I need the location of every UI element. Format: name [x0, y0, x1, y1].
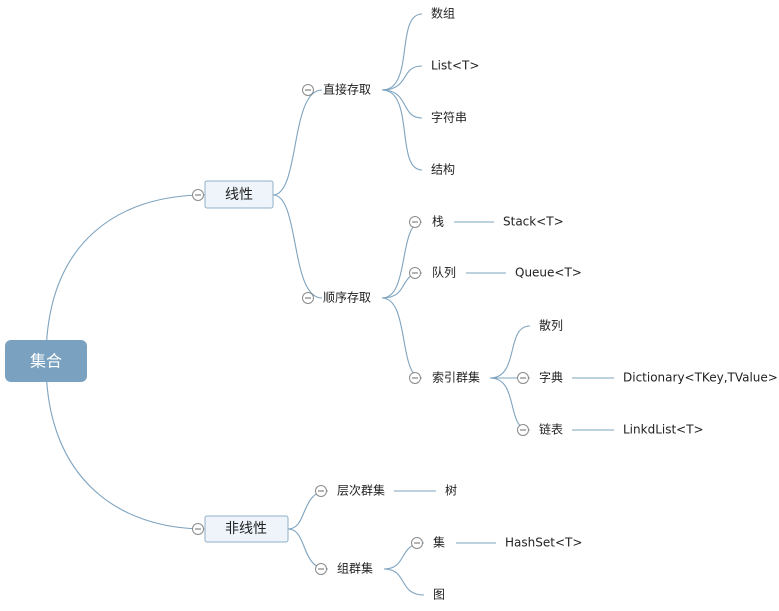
connector-seq-stack: [381, 221, 423, 299]
direct-access-label[interactable]: 直接存取: [323, 82, 371, 97]
collapse-hierarchy-icon[interactable]: [315, 485, 327, 497]
direct-item-1[interactable]: 数组: [431, 6, 455, 21]
group-label[interactable]: 组群集: [337, 561, 373, 576]
connector-direct-item-1: [381, 13, 423, 91]
dictionary-detail[interactable]: Dictionary<TKey,TValue>: [623, 371, 778, 385]
collapse-nonlinear-icon[interactable]: [192, 523, 204, 535]
stack-detail[interactable]: Stack<T>: [503, 215, 564, 229]
linear-label: 线性: [225, 187, 253, 203]
sequential-access-label[interactable]: 顺序存取: [323, 290, 371, 305]
collapse-set-icon[interactable]: [411, 537, 423, 549]
connectors: [45, 13, 614, 596]
root-node[interactable]: 集合: [5, 340, 87, 382]
queue-label[interactable]: 队列: [432, 265, 456, 280]
root-label: 集合: [30, 352, 62, 371]
linear-node[interactable]: 线性: [204, 180, 274, 209]
connector-group-graph: [383, 568, 425, 596]
connector-direct-item-4: [381, 89, 423, 171]
nonlinear-node[interactable]: 非线性: [204, 515, 289, 543]
collapse-direct-icon[interactable]: [302, 84, 314, 96]
connector-root-nonlinear: [45, 361, 206, 530]
collapse-group-icon[interactable]: [315, 563, 327, 575]
connector-nonlinear-group: [287, 528, 329, 570]
direct-item-4[interactable]: 结构: [431, 162, 455, 177]
stack-label[interactable]: 栈: [432, 214, 444, 229]
collapse-linked-icon[interactable]: [517, 424, 529, 436]
dictionary-label[interactable]: 字典: [539, 370, 563, 385]
connector-linear-direct: [272, 89, 323, 196]
connector-linear-sequential: [272, 194, 323, 299]
set-detail[interactable]: HashSet<T>: [505, 536, 582, 550]
connector-indexed-hash: [489, 325, 531, 379]
connector-root-linear: [45, 194, 206, 361]
collapse-queue-icon[interactable]: [409, 267, 421, 279]
collapse-linear-icon[interactable]: [192, 189, 204, 201]
direct-item-3[interactable]: 字符串: [431, 110, 467, 125]
queue-detail[interactable]: Queue<T>: [515, 266, 582, 280]
collapse-dict-icon[interactable]: [517, 372, 529, 384]
set-label[interactable]: 集: [433, 535, 445, 550]
connector-seq-indexed: [381, 297, 423, 379]
collapse-stack-icon[interactable]: [409, 216, 421, 228]
hierarchy-detail[interactable]: 树: [445, 483, 457, 498]
connector-direct-item-2: [381, 65, 423, 91]
collapse-sequential-icon[interactable]: [302, 292, 314, 304]
linked-list-label[interactable]: 链表: [539, 422, 563, 437]
linked-list-detail[interactable]: LinkdList<T>: [623, 423, 704, 437]
direct-item-2[interactable]: List<T>: [431, 59, 479, 73]
hierarchy-label[interactable]: 层次群集: [337, 483, 385, 498]
collapse-indexed-icon[interactable]: [409, 372, 421, 384]
connector-indexed-linked: [489, 377, 531, 431]
indexed-collection-label[interactable]: 索引群集: [432, 370, 480, 385]
graph-label[interactable]: 图: [433, 588, 445, 602]
nonlinear-label: 非线性: [225, 521, 267, 537]
hash-label[interactable]: 散列: [539, 318, 563, 333]
